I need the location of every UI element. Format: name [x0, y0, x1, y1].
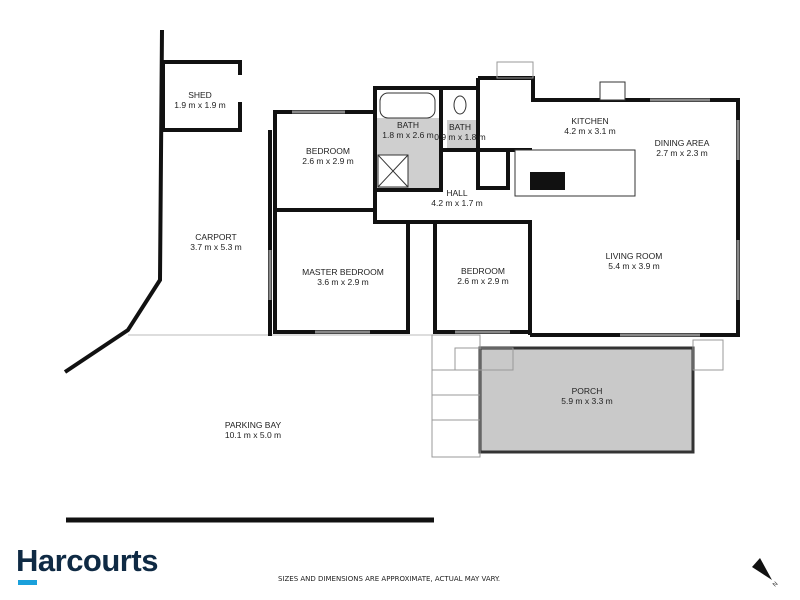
room-name: BEDROOM [306, 146, 350, 156]
room-size: 4.2 m x 3.1 m [564, 126, 616, 136]
bathtub [379, 92, 436, 119]
north-arrow-icon: N [752, 558, 779, 588]
toilet [453, 95, 467, 115]
room-name: BEDROOM [461, 266, 505, 276]
room-size: 2.6 m x 2.9 m [457, 276, 509, 286]
room-size: 3.7 m x 5.3 m [190, 242, 242, 252]
disclaimer: SIZES AND DIMENSIONS ARE APPROXIMATE, AC… [278, 575, 501, 583]
carport-boundary [63, 29, 164, 374]
room-size: 5.4 m x 3.9 m [608, 261, 660, 271]
room-size: 5.9 m x 3.3 m [561, 396, 613, 406]
room-size: 2.6 m x 2.9 m [302, 156, 354, 166]
windows [268, 98, 740, 337]
room-name: DINING AREA [655, 138, 710, 148]
cooktop [599, 81, 626, 101]
harcourts-logo: Harcourts [16, 543, 158, 578]
room-name: SHED [188, 90, 212, 100]
room-size: 1.8 m x 2.6 m [382, 130, 434, 140]
room-name: LIVING ROOM [606, 251, 663, 261]
porch [478, 346, 695, 454]
walls [273, 76, 740, 337]
room-size: 4.2 m x 1.7 m [431, 198, 483, 208]
room-name: KITCHEN [571, 116, 608, 126]
room-size: 1.9 m x 1.9 m [174, 100, 226, 110]
logo-accent-bar [18, 580, 37, 585]
room-name: BATH [449, 122, 471, 132]
room-labels: SHED 1.9 m x 1.9 m BEDROOM 2.6 m x 2.9 m… [174, 90, 709, 440]
room-name: PARKING BAY [225, 420, 282, 430]
room-name: PORCH [572, 386, 603, 396]
bath2-floor [447, 120, 477, 150]
room-size: 10.1 m x 5.0 m [225, 430, 281, 440]
stairs [431, 61, 724, 458]
room-size: 2.7 m x 2.3 m [656, 148, 708, 158]
room-name: MASTER BEDROOM [302, 267, 384, 277]
north-label: N [772, 581, 779, 588]
room-name: BATH [397, 120, 419, 130]
room-name: HALL [446, 188, 468, 198]
room-size: 0.9 m x 1.8 m [434, 132, 486, 142]
room-size: 3.6 m x 2.9 m [317, 277, 369, 287]
room-name: CARPORT [195, 232, 236, 242]
